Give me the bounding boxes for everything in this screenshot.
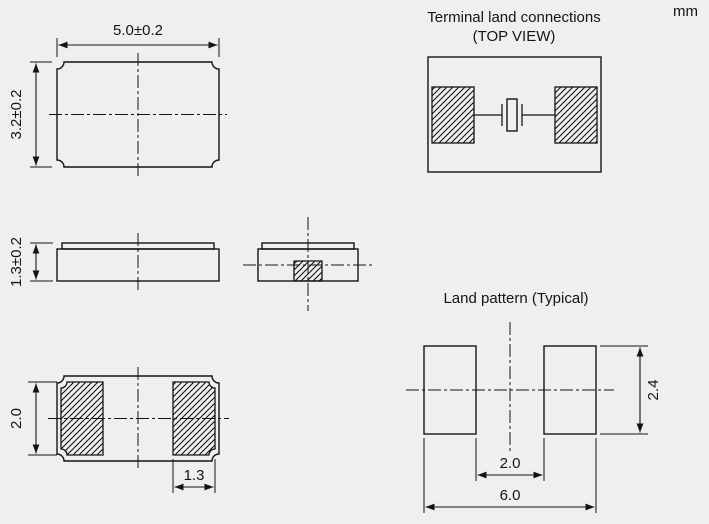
dimension-land-overall-width: 6.0	[423, 438, 597, 513]
land-pattern-title: Land pattern (Typical)	[443, 290, 588, 307]
dimension-top-width: 5.0±0.2	[56, 22, 220, 57]
unit-label: mm	[673, 3, 698, 20]
package-side-view: 1.3±0.2	[8, 233, 220, 292]
terminal-land-view: Terminal land connections (TOP VIEW)	[427, 9, 602, 173]
dimension-side-height: 1.3±0.2	[8, 237, 53, 287]
bottom-terminal-right	[172, 381, 216, 456]
crystal-symbol	[474, 98, 555, 132]
dimension-land-inner-gap: 2.0	[475, 438, 545, 481]
dimension-label-land-inner-gap: 2.0	[500, 455, 521, 472]
package-end-view	[243, 217, 373, 311]
dimension-bottom-pad-width: 1.3	[172, 459, 216, 493]
crystal-element	[506, 98, 518, 132]
dimension-label-pad-height: 2.0	[8, 408, 25, 429]
package-top-view: 5.0±0.2 3.2±0.2	[8, 22, 227, 176]
dimension-label-pad-width: 1.3	[184, 467, 205, 484]
dimension-label-top-height: 3.2±0.2	[8, 90, 25, 140]
land-pattern-view: Land pattern (Typical) 2.4 2.0	[406, 290, 662, 513]
bottom-view-outline	[56, 375, 220, 462]
terminal-land-subtitle: (TOP VIEW)	[473, 28, 556, 45]
dimension-land-pad-height: 2.4	[600, 345, 662, 435]
dimension-label-side-height: 1.3±0.2	[8, 237, 25, 287]
dimension-label-land-pad-height: 2.4	[645, 380, 662, 401]
terminal-pad-left	[431, 86, 475, 144]
terminal-land-outline	[427, 56, 602, 173]
dimension-bottom-pad-height: 2.0	[8, 381, 57, 456]
dimension-top-height: 3.2±0.2	[8, 61, 52, 168]
terminal-pad-right	[554, 86, 598, 144]
package-top-outline	[56, 61, 220, 168]
dimension-label-land-overall-width: 6.0	[500, 487, 521, 504]
package-bottom-view: 2.0 1.3	[8, 367, 229, 493]
terminal-land-title: Terminal land connections	[427, 9, 600, 26]
dimension-label-top-width: 5.0±0.2	[113, 22, 163, 39]
